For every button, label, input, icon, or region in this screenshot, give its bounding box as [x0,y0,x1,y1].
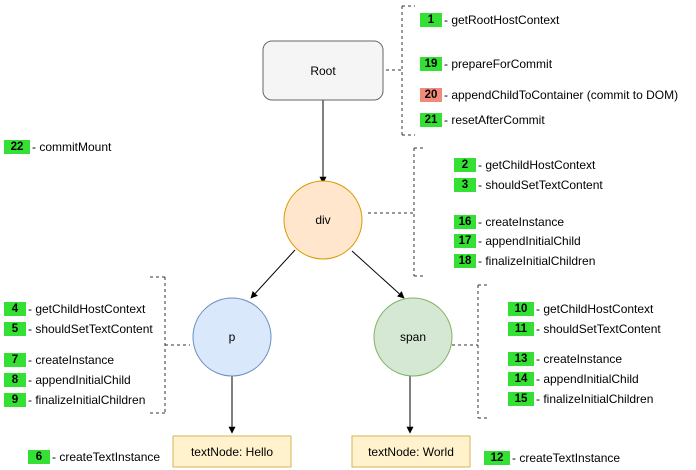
step-label: - shouldSetTextContent [478,178,603,192]
step-13-span: 13- createInstance [508,352,622,366]
step-15-span: 15- finalizeInitialChildren [508,392,653,406]
step-number-badge: 12 [484,451,510,465]
p-bracket [150,276,190,414]
node-p-label: p [229,330,236,344]
node-div: div [283,180,363,260]
step-label: - getChildHostContext [28,302,146,316]
step-number-badge: 16 [454,215,476,229]
step-number-badge: 11 [508,322,534,336]
node-span-label: span [400,330,426,344]
step-number-badge: 13 [508,352,534,366]
step-number-badge: 7 [4,353,26,367]
step-label: - shouldSetTextContent [28,322,153,336]
step-label: - resetAfterCommit [444,113,545,127]
step-number-badge: 3 [454,178,476,192]
step-number-badge: 20 [420,88,442,102]
step-label: - createTextInstance [52,450,161,464]
step-5-p: 5- shouldSetTextContent [4,322,153,336]
step-label: - appendInitialChild [28,373,131,387]
step-label: - getRootHostContext [444,13,560,27]
step-3-div: 3- shouldSetTextContent [454,178,603,192]
step-16-div: 16- createInstance [454,215,564,229]
step-label: - finalizeInitialChildren [28,393,146,407]
step-2-div: 2- getChildHostContext [454,158,595,172]
step-22-mount: 22- commitMount [4,140,111,154]
node-p: p [192,297,272,377]
edge-div-span [351,250,405,299]
step-17-div: 17- appendInitialChild [454,234,581,248]
step-18-div: 18- finalizeInitialChildren [454,254,595,268]
step-19-root: 19- prepareForCommit [420,57,552,71]
step-label: - createInstance [28,353,115,367]
step-number-badge: 2 [454,158,476,172]
step-label: - appendChildToContainer (commit to DOM) [444,88,679,102]
step-label: - prepareForCommit [444,57,553,71]
step-number-badge: 4 [4,302,26,316]
root-bracket [386,5,415,136]
step-number-badge: 22 [4,140,30,154]
step-label: - getChildHostContext [536,302,654,316]
step-14-span: 14- appendInitialChild [508,372,639,386]
step-label: - createInstance [536,352,623,366]
step-12-text_world: 12- createTextInstance [484,451,620,465]
node-text-hello-label: textNode: Hello [191,445,273,459]
step-label: - appendInitialChild [536,372,639,386]
step-number-badge: 5 [4,322,26,336]
step-20-root: 20- appendChildToContainer (commit to DO… [420,88,678,102]
step-number-badge: 15 [508,392,534,406]
step-9-p: 9- finalizeInitialChildren [4,393,145,407]
span-bracket [452,284,490,419]
step-label: - finalizeInitialChildren [536,392,654,406]
node-text-world-label: textNode: World [368,445,454,459]
step-number-badge: 1 [420,13,442,27]
step-number-badge: 14 [508,372,534,386]
step-11-span: 11- shouldSetTextContent [508,322,661,336]
step-10-span: 10- getChildHostContext [508,302,653,316]
edge-div-p [250,249,296,299]
div-bracket [368,147,426,277]
step-label: - createTextInstance [512,451,621,465]
step-6-text_hello: 6- createTextInstance [28,450,160,464]
step-4-p: 4- getChildHostContext [4,302,145,316]
step-number-badge: 8 [4,373,26,387]
step-21-root: 21- resetAfterCommit [420,113,545,127]
node-div-label: div [315,213,330,227]
step-label: - finalizeInitialChildren [478,254,596,268]
node-root: Root [262,40,384,101]
node-span: span [373,297,453,377]
step-8-p: 8- appendInitialChild [4,373,131,387]
node-text-world: textNode: World [351,435,471,468]
step-label: - getChildHostContext [478,158,596,172]
step-1-root: 1- getRootHostContext [420,13,559,27]
step-number-badge: 9 [4,393,26,407]
node-root-label: Root [310,64,336,78]
step-number-badge: 10 [508,302,534,316]
step-label: - commitMount [32,140,112,154]
step-number-badge: 19 [420,57,442,71]
step-number-badge: 18 [454,254,476,268]
node-text-hello: textNode: Hello [172,435,292,468]
step-7-p: 7- createInstance [4,353,114,367]
step-number-badge: 21 [420,113,442,127]
step-label: - shouldSetTextContent [536,322,661,336]
step-number-badge: 6 [28,450,50,464]
step-label: - appendInitialChild [478,234,581,248]
step-number-badge: 17 [454,234,476,248]
step-label: - createInstance [478,215,565,229]
